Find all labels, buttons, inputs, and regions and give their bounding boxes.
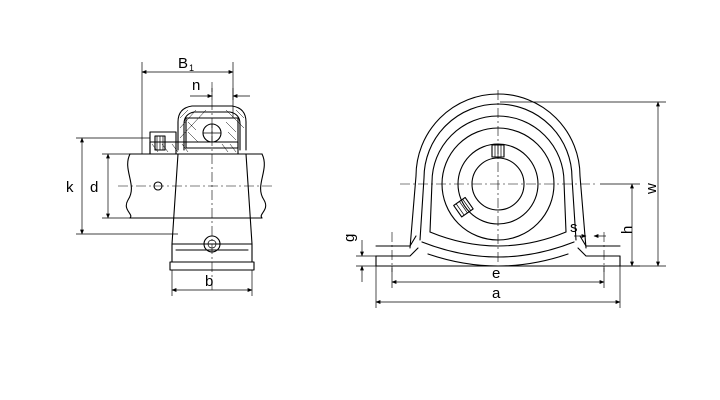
label-d: d [90,179,98,196]
label-e: e [492,265,500,282]
label-s: s [570,219,578,236]
label-h: h [619,226,636,234]
dimension-e: e [391,265,605,288]
label-n: n [192,77,200,94]
side-view: B 1 n k d b [66,55,272,296]
dimension-w: w [500,101,666,267]
base-plate [375,235,621,267]
dimension-b: b [171,270,253,296]
pedestal [153,153,255,271]
dimension-k: k [66,137,178,235]
label-B1-subscript: 1 [189,63,194,73]
label-w: w [643,183,660,195]
label-b: b [205,273,213,290]
dimension-B1: B 1 [141,55,234,154]
label-k: k [66,179,74,196]
dimension-a: a [375,266,621,308]
dimension-d: d [90,153,130,219]
dimension-n: n [190,77,250,100]
front-view: g s e a h [341,90,666,308]
dimension-g: g [341,234,376,282]
label-a: a [492,285,501,302]
dimension-h: h [600,183,640,267]
label-g: g [341,234,358,242]
locking-collar [149,131,177,155]
label-B1: B [178,55,188,72]
dimension-s: s [570,219,606,238]
